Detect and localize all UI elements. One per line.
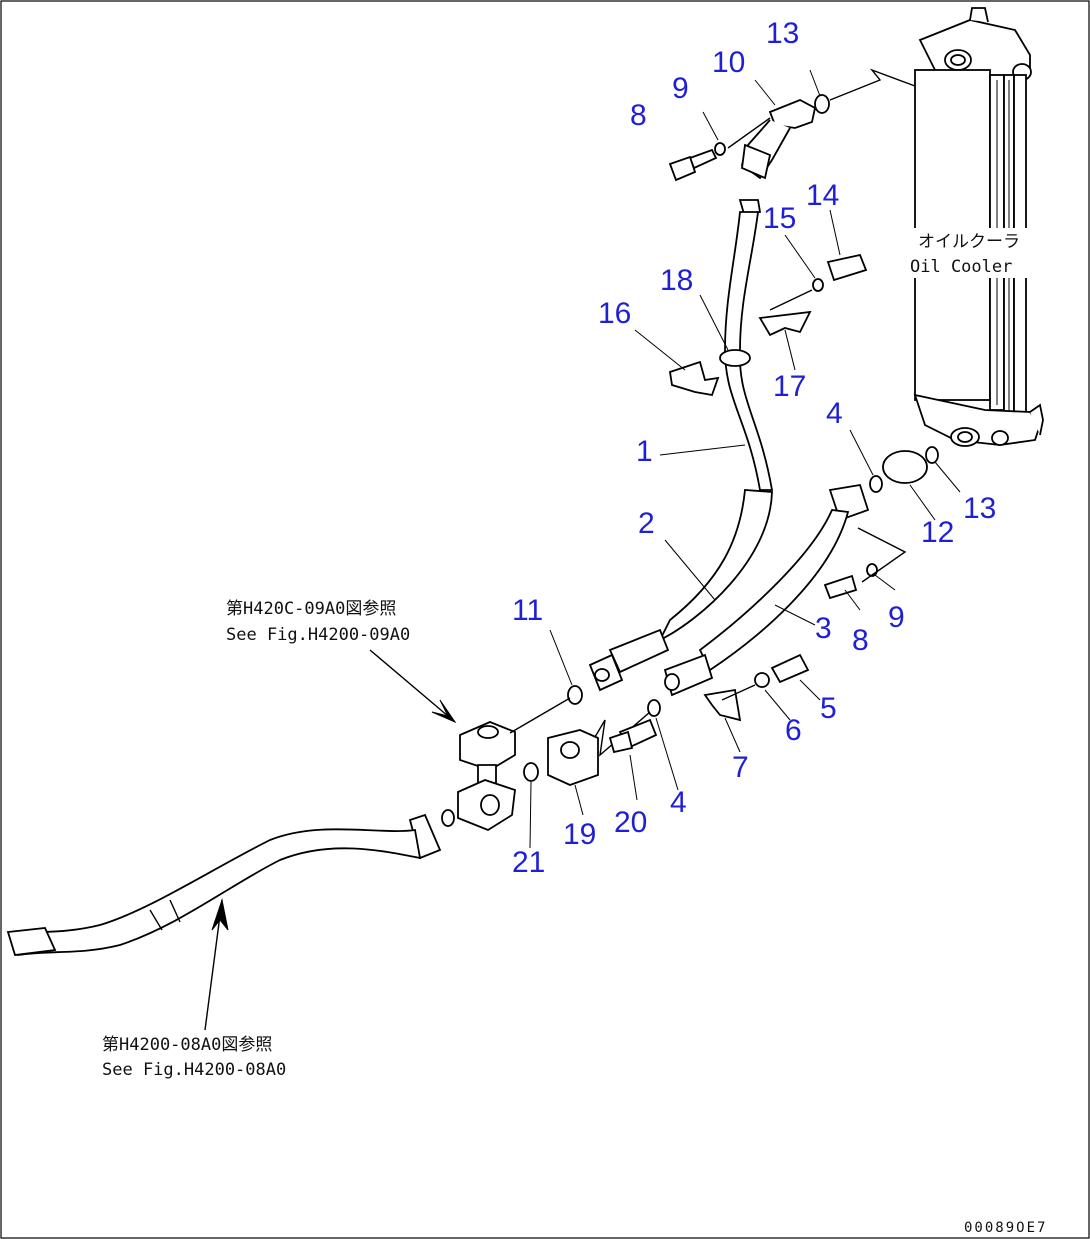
- part-label-18: 18: [660, 264, 693, 297]
- oil-cooler-label-en: Oil Cooler: [910, 257, 1012, 277]
- lower-pipe: [6, 813, 442, 956]
- part-label-9-top: 9: [672, 72, 689, 105]
- part-label-8-top: 8: [630, 99, 647, 132]
- part-label-16: 16: [598, 297, 631, 330]
- part-label-20: 20: [614, 806, 647, 839]
- ref-upper-jp: 第H420C-09A0図参照: [226, 599, 396, 619]
- clamps: [668, 253, 868, 397]
- part-label-10: 10: [712, 46, 745, 79]
- hose-1: [588, 199, 774, 692]
- part-label-15: 15: [763, 202, 796, 235]
- ref-upper-en: See Fig.H4200-09A0: [226, 625, 410, 645]
- part-label-4-top: 4: [826, 397, 843, 430]
- ref-lower-en: See Fig.H4200-08A0: [102, 1060, 286, 1080]
- part-label-11: 11: [512, 594, 543, 627]
- part-label-7: 7: [732, 751, 749, 784]
- leader-lines: [529, 69, 961, 849]
- part-label-21: 21: [512, 846, 545, 879]
- part-label-2: 2: [638, 507, 655, 540]
- part-label-14: 14: [806, 179, 839, 212]
- part-number-labels: 13 10 9 8 15 14 18 16 17 1 4 13 12 2 11 …: [512, 17, 996, 879]
- oil-cooler-label-jp: オイルクーラ: [918, 232, 1020, 252]
- part-label-5: 5: [820, 692, 837, 725]
- part-label-1: 1: [636, 435, 653, 468]
- hose-3: [663, 483, 870, 697]
- part-label-17: 17: [773, 370, 806, 403]
- reference-leaders: [204, 649, 457, 1031]
- part-label-8-bottom: 8: [852, 624, 869, 657]
- split-flange-19: [547, 718, 658, 786]
- part-label-13-bottom: 13: [963, 492, 996, 525]
- part-label-9-bottom: 9: [888, 601, 905, 634]
- fasteners-5-6-7: [703, 653, 810, 722]
- elbow-assembly: [668, 68, 916, 182]
- part-label-6: 6: [785, 714, 802, 747]
- drawing-code: 00089OE7: [964, 1220, 1047, 1236]
- part-label-4-bottom: 4: [670, 786, 687, 819]
- part-label-12: 12: [921, 516, 954, 549]
- junction-block: [441, 685, 661, 832]
- ref-lower-jp: 第H4200-08A0図参照: [102, 1035, 272, 1055]
- part-label-19: 19: [563, 818, 596, 851]
- oil-cooler: [913, 7, 1044, 447]
- part-label-3: 3: [815, 612, 832, 645]
- part-label-13-top: 13: [766, 17, 799, 50]
- flange-12: [823, 446, 939, 600]
